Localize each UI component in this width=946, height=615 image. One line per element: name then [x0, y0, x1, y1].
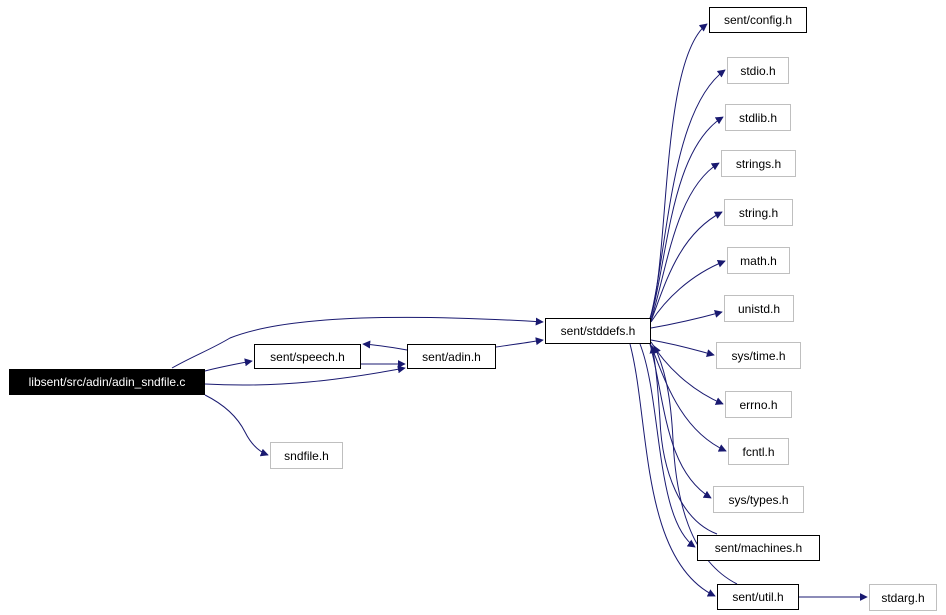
node-stdarg-h[interactable]: stdarg.h — [869, 584, 937, 611]
node-stddefs-h[interactable]: sent/stddefs.h — [545, 318, 651, 344]
node-speech-h[interactable]: sent/speech.h — [254, 344, 361, 369]
node-string-h[interactable]: string.h — [724, 199, 793, 226]
node-stdio-h[interactable]: stdio.h — [727, 57, 789, 84]
edge-adin-sndfile-to-speech — [204, 358, 253, 372]
edge-stddefs-to-strings — [650, 162, 720, 321]
edge-stddefs-to-sys-time — [650, 339, 715, 358]
node-errno-h[interactable]: errno.h — [725, 391, 792, 418]
node-adin-sndfile-c[interactable]: libsent/src/adin/adin_sndfile.c — [9, 369, 205, 395]
node-machines-h[interactable]: sent/machines.h — [697, 535, 820, 561]
edge-adin-to-stddefs — [495, 337, 544, 348]
node-unistd-h[interactable]: unistd.h — [724, 295, 794, 322]
edge-stddefs-to-stdlib — [649, 116, 724, 321]
edge-adin-to-speech — [362, 340, 408, 351]
edge-stddefs-to-string — [650, 211, 723, 322]
edge-stddefs-to-util — [629, 343, 716, 597]
edge-machines-to-stddefs — [649, 345, 718, 535]
node-sndfile-h[interactable]: sndfile.h — [270, 442, 343, 469]
edge-stddefs-to-machines — [639, 343, 696, 548]
edge-adin-sndfile-to-sndfile — [204, 394, 269, 457]
node-config-h[interactable]: sent/config.h — [709, 7, 807, 33]
edge-stddefs-to-fcntl — [649, 342, 727, 452]
edge-stddefs-to-stdio — [649, 69, 726, 320]
node-stdlib-h[interactable]: stdlib.h — [725, 104, 791, 131]
node-math-h[interactable]: math.h — [727, 247, 790, 274]
node-sys-time-h[interactable]: sys/time.h — [716, 342, 801, 369]
node-util-h[interactable]: sent/util.h — [717, 584, 799, 610]
node-fcntl-h[interactable]: fcntl.h — [728, 438, 789, 465]
edge-stddefs-to-unistd — [650, 310, 723, 329]
node-strings-h[interactable]: strings.h — [721, 150, 796, 177]
edge-adin-sndfile-to-stddefs — [171, 316, 544, 369]
edge-stddefs-to-math — [650, 259, 726, 323]
node-sys-types-h[interactable]: sys/types.h — [713, 486, 804, 513]
node-adin-h[interactable]: sent/adin.h — [407, 344, 496, 369]
edge-adin-sndfile-to-adin — [204, 365, 406, 386]
